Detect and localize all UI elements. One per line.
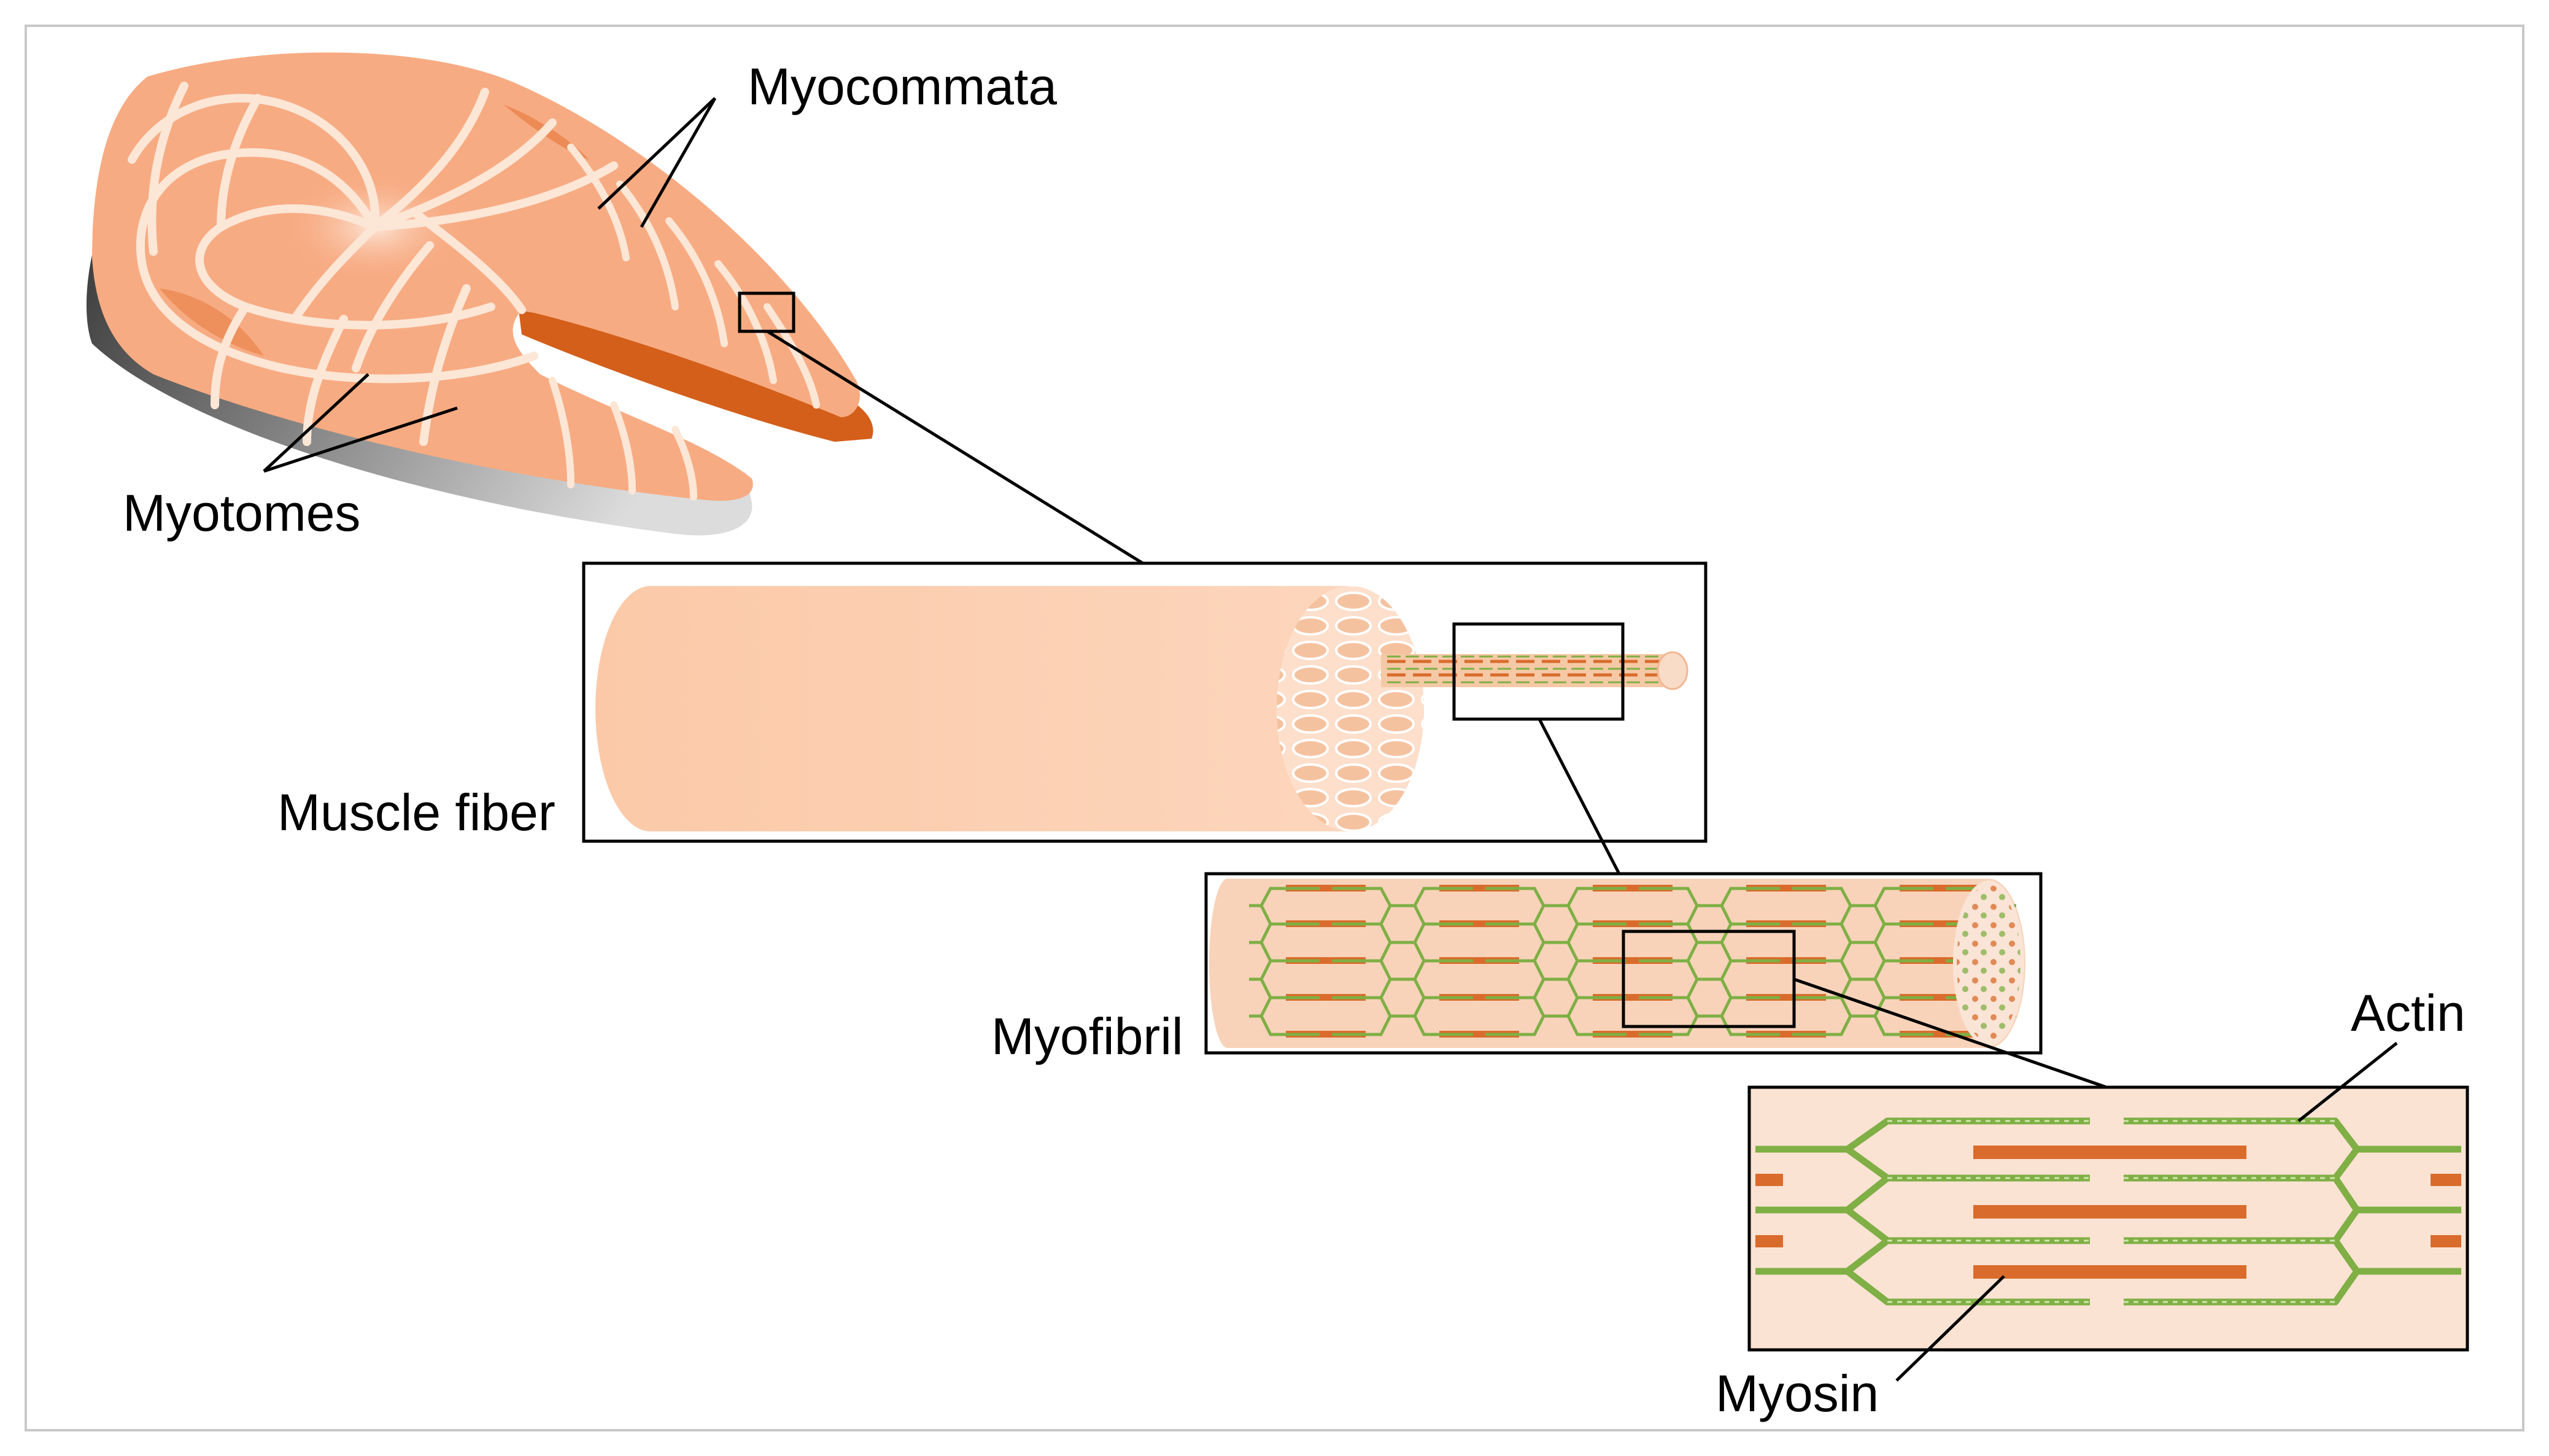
zoom-connector-1 — [766, 329, 1144, 565]
myofibril-myosin-bar — [1746, 885, 1826, 892]
myofibril-myosin-bands — [1286, 885, 1979, 1038]
myofibril-panel — [1204, 872, 2043, 1055]
myofibril-actin-segment — [1556, 996, 1709, 1036]
myofibril-myosin-bar — [1900, 920, 1979, 927]
label-myotomes: Myotomes — [123, 484, 360, 542]
myofibril-myosin-bar — [1593, 1031, 1673, 1038]
myofibril-myosin-bar — [1900, 885, 1979, 892]
myofibril-myosin-bar — [1746, 920, 1826, 927]
myofibril-myosin-bar — [1439, 1031, 1519, 1038]
myofibril-myosin-bar — [1746, 957, 1826, 964]
label-actin: Actin — [2351, 984, 2466, 1042]
salmon-dark-patch — [160, 288, 264, 356]
myofibril-actin-network — [1249, 887, 2016, 1036]
actin-filament-highlights — [1887, 1120, 2335, 1303]
myofibril-myosin-bar — [1593, 885, 1673, 892]
myofibril-myosin-bar — [1439, 994, 1519, 1001]
actin-callout-line — [2297, 1042, 2398, 1122]
steak-zoom-box — [738, 291, 795, 333]
sarcomere-panel — [1747, 1085, 2469, 1352]
myofibril-myosin-bar — [1439, 920, 1519, 927]
myofibril-myosin-bar — [1593, 920, 1673, 927]
zoom-connector-2 — [1538, 718, 1621, 875]
myofibril-myosin-bar — [1746, 994, 1826, 1001]
salmon-steak — [86, 52, 873, 536]
muscle-fiber-panel — [582, 561, 1708, 843]
myofibril-actin-segment — [1863, 996, 2016, 1036]
myofibril-myosin-bar — [1286, 994, 1366, 1001]
salmon-belly-flap-edge — [519, 310, 873, 442]
myosin-filaments — [1755, 1146, 2461, 1279]
myofibril-myosin-bar — [1286, 957, 1366, 964]
myosin-callout-line — [1895, 1275, 2005, 1382]
myofibril-actin-segment — [1402, 996, 1556, 1036]
myofibril-myosin-bar — [1593, 994, 1673, 1001]
myofibril-myosin-bar — [1746, 1031, 1826, 1038]
salmon-flesh-top — [92, 52, 860, 501]
label-myosin: Myosin — [1715, 1365, 1879, 1422]
myofibril-myosin-bar — [1286, 1031, 1366, 1038]
myocommata-lines — [128, 82, 618, 446]
label-muscle-fiber: Muscle fiber — [277, 784, 555, 841]
label-myocommata: Myocommata — [748, 58, 1057, 115]
fiber-zoom-box — [1452, 622, 1625, 721]
myofibril-rod — [1381, 651, 1688, 690]
figure-frame — [25, 25, 2524, 1431]
myofibril-myosin-bar — [1439, 885, 1519, 892]
myofibril-zoom-box — [1622, 930, 1796, 1028]
myofibril-myosin-bar — [1593, 957, 1673, 964]
myofibril-myosin-bar — [1286, 920, 1366, 927]
muscle-fiber-cylinder — [595, 586, 1424, 831]
myofibril-actin-segment — [1709, 996, 1863, 1036]
myofibril-myosin-bar — [1900, 1031, 1979, 1038]
zoom-connector-3 — [1793, 977, 2107, 1089]
myofibril-actin-segment — [1249, 996, 1402, 1036]
myofibril-myosin-bar — [1439, 957, 1519, 964]
myocommata-flap-lines — [549, 144, 820, 501]
label-myofibril: Myofibril — [991, 1007, 1183, 1065]
myofibril-myosin-bar — [1900, 994, 1979, 1001]
myofibril-myosin-bar — [1286, 885, 1366, 892]
myofibril-myosin-bar — [1900, 957, 1979, 964]
muscle-fiber-end-face — [1277, 586, 1424, 831]
myofibril-end-dots — [1957, 885, 2021, 1042]
steak-callout-lines — [263, 97, 717, 473]
